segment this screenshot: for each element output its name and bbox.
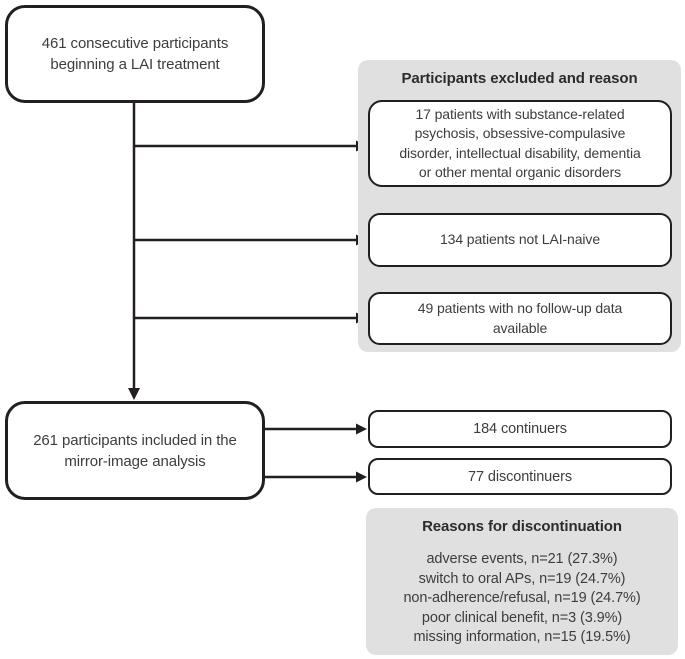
exclusion-panel-title: Participants excluded and reason — [401, 70, 638, 87]
start-box: 461 consecutive participants beginning a… — [5, 5, 265, 103]
continuers-box-text: 184 continuers — [473, 421, 567, 437]
discontinuers-box: 77 discontinuers — [368, 458, 672, 495]
exclusion-box-3-text: 49 patients with no follow-up data avail… — [417, 300, 623, 336]
included-box: 261 participants included in the mirror-… — [5, 401, 265, 500]
start-box-text: 461 consecutive participants beginning a… — [41, 35, 229, 73]
reasons-list: adverse events, n=21 (27.3%) switch to o… — [403, 551, 641, 645]
arrowhead-right-icon — [356, 423, 367, 435]
arrowhead-down-icon — [128, 388, 140, 400]
arrowhead-right-icon — [356, 471, 367, 483]
exclusion-box-2: 134 patients not LAI-naive — [368, 213, 672, 267]
exclusion-box-1: 17 patients with substance-related psych… — [368, 100, 672, 187]
exclusion-box-3: 49 patients with no follow-up data avail… — [368, 292, 672, 345]
discontinuers-box-text: 77 discontinuers — [468, 468, 572, 485]
included-box-text: 261 participants included in the mirror-… — [33, 431, 237, 470]
reasons-panel: Reasons for discontinuation adverse even… — [366, 508, 678, 655]
reasons-panel-title: Reasons for discontinuation — [422, 518, 622, 535]
continuers-box: 184 continuers — [368, 410, 672, 448]
exclusion-box-2-text: 134 patients not LAI-naive — [439, 231, 601, 248]
exclusion-box-1-text: 17 patients with substance-related psych… — [399, 105, 641, 181]
